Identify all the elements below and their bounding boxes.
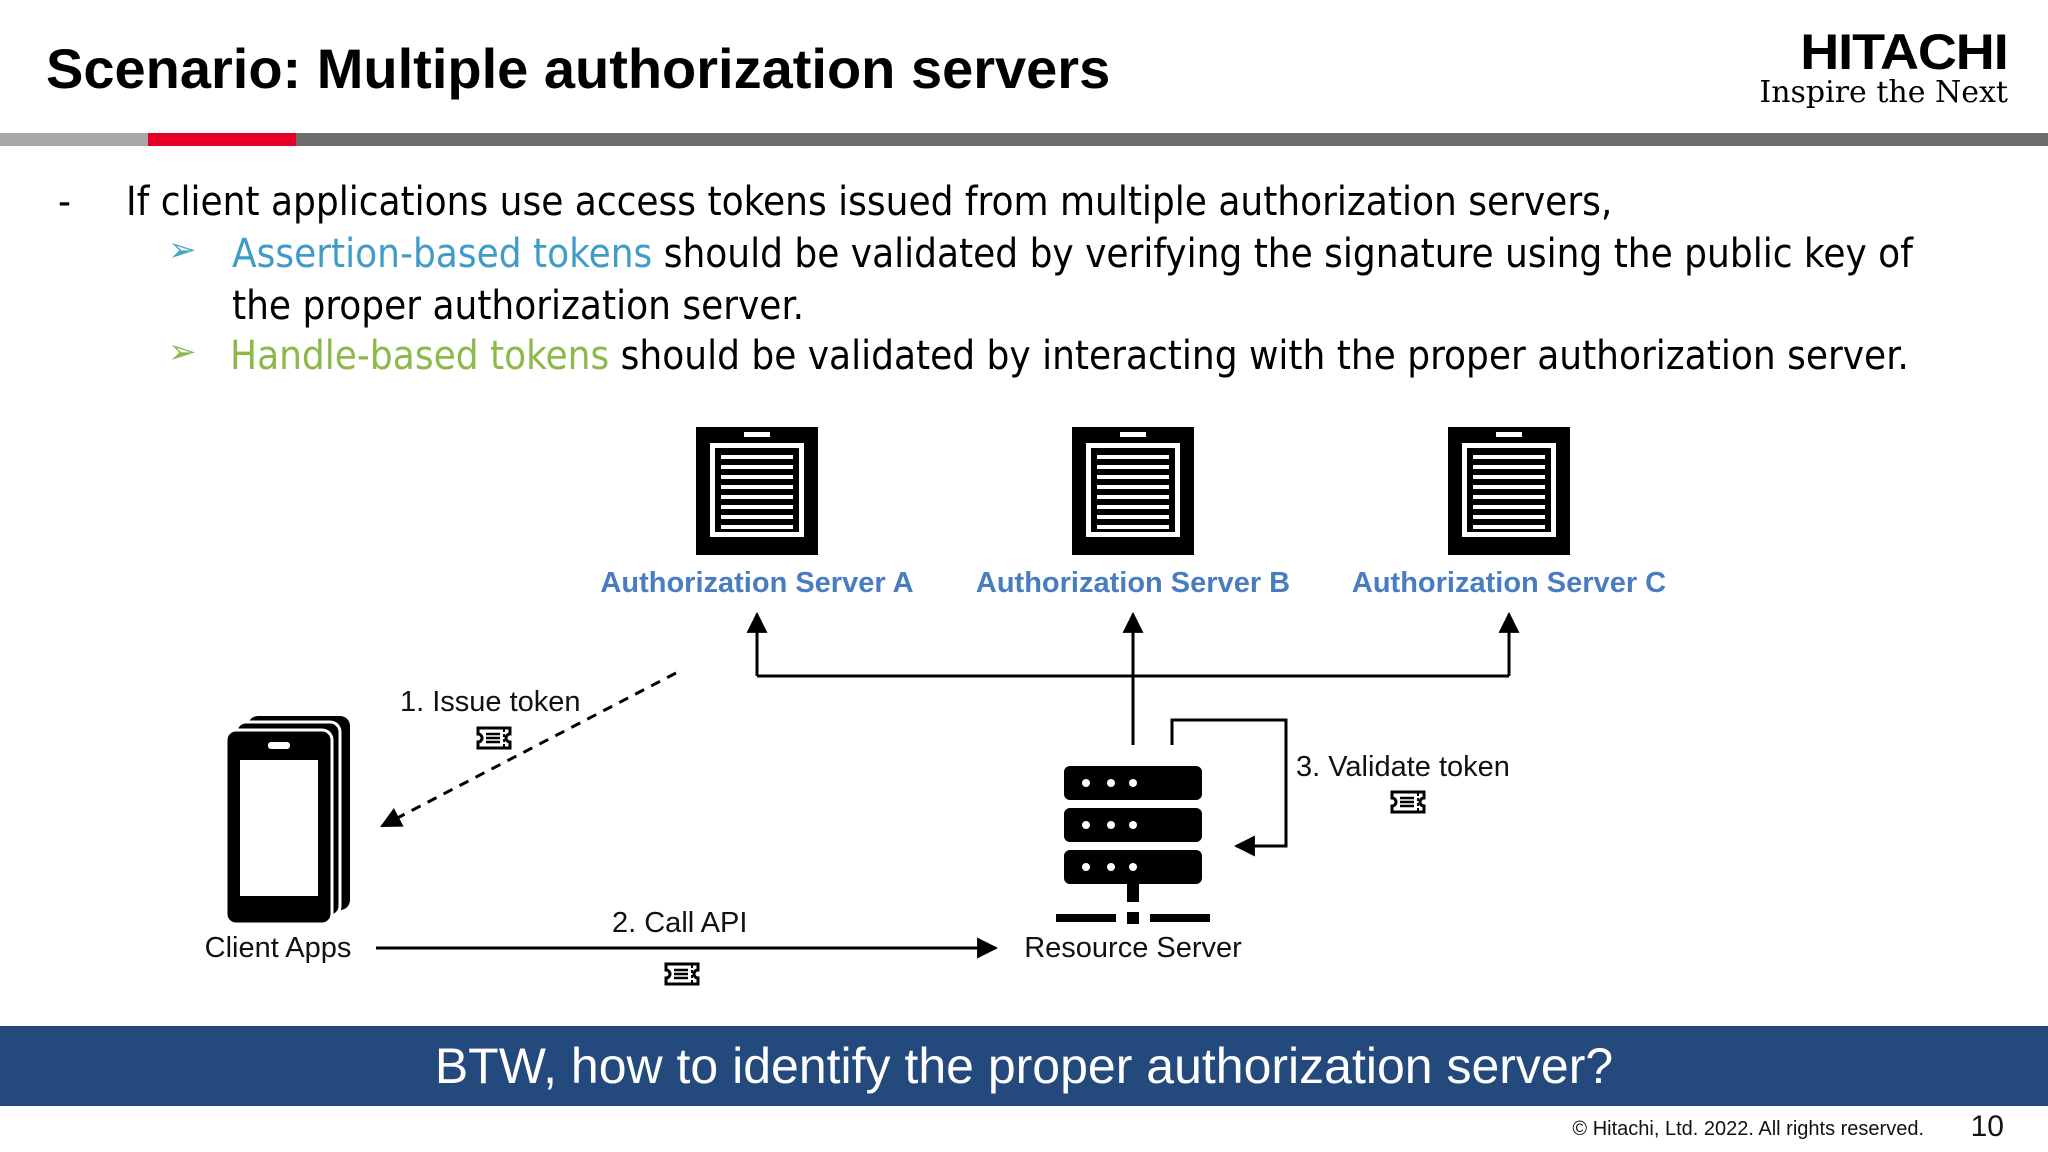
sub-bullet-arrow-icon: ➢ <box>168 231 197 269</box>
authorization-server-a-icon <box>696 427 818 555</box>
resource-server-icon <box>1056 766 1210 924</box>
issue-token-arrow <box>380 671 677 828</box>
authorization-server-b-icon <box>1072 427 1194 555</box>
assertion-highlight: Assertion-based tokens <box>232 231 653 277</box>
slide-title: Scenario: Multiple authorization servers <box>46 37 1111 100</box>
logo-wordmark: HITACHI <box>1800 24 2010 80</box>
client-apps-label: Client Apps <box>205 932 352 964</box>
client-apps-icon <box>224 716 350 926</box>
authorization-server-b-label: Authorization Server B <box>976 567 1290 599</box>
ticket-icon <box>664 962 700 986</box>
sub-bullet-assertion-continued: the proper authorization server. <box>232 283 804 329</box>
question-banner-text: BTW, how to identify the proper authoriz… <box>434 1038 1614 1094</box>
step2-label: 2. Call API <box>612 907 747 939</box>
ticket-icon <box>1390 790 1426 814</box>
page-number: 10 <box>1970 1110 2004 1143</box>
authorization-server-c-label: Authorization Server C <box>1352 567 1666 599</box>
header-rule-grey-segment <box>0 133 148 146</box>
question-banner <box>0 1026 2048 1106</box>
authorization-server-c-icon <box>1448 427 1570 555</box>
step1-label: 1. Issue token <box>400 686 581 718</box>
sub-bullet-arrow-icon: ➢ <box>168 333 197 371</box>
handle-highlight: Handle-based tokens <box>230 333 610 379</box>
authorization-server-a-label: Authorization Server A <box>600 567 913 599</box>
ticket-icon <box>476 726 512 750</box>
sub-bullet-handle: Handle-based tokens should be validated … <box>230 330 1909 382</box>
validation-connector <box>746 611 1520 745</box>
bullet-dash: - <box>58 179 71 225</box>
bullet-main-text: If client applications use access tokens… <box>126 179 1613 225</box>
logo-tagline: Inspire the Next <box>1759 75 2008 110</box>
step3-label: 3. Validate token <box>1296 751 1510 783</box>
handle-text: should be validated by interacting with … <box>609 333 1909 379</box>
assertion-text: should be validated by verifying the sig… <box>652 231 1913 277</box>
validate-loop-arrow <box>1170 718 1288 857</box>
resource-server-label: Resource Server <box>1024 932 1242 964</box>
header-rule-red-segment <box>148 133 296 146</box>
hitachi-logo: HITACHI Inspire the Next <box>1759 26 2009 110</box>
sub-bullet-assertion: Assertion-based tokens should be validat… <box>232 228 1913 280</box>
header-rule <box>0 133 2048 146</box>
copyright: © Hitachi, Ltd. 2022. All rights reserve… <box>1572 1118 1924 1140</box>
